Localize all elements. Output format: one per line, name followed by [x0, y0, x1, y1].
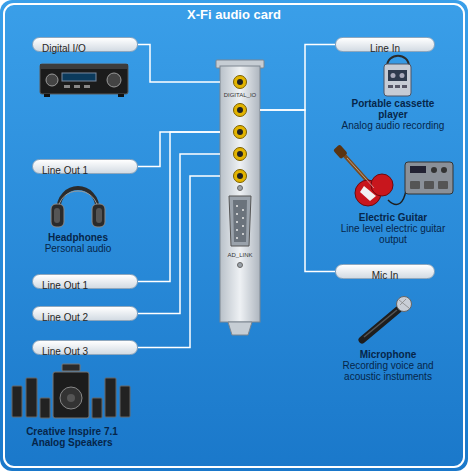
connector-line: [138, 154, 220, 314]
port-label: Digital I/O: [32, 37, 138, 52]
port-label: Line In: [335, 37, 435, 52]
port-label: Line Out 3: [32, 340, 138, 355]
frame: [4, 4, 464, 467]
device-name: Headphones: [28, 232, 128, 243]
connector-line: [138, 45, 220, 83]
amplifier-icon: [40, 64, 128, 97]
cassette-player-icon: [384, 56, 411, 96]
port-name: Line Out 1: [42, 164, 88, 177]
microphone-icon: [362, 297, 412, 341]
device-name: Creative Inspire 7.1 Analog Speakers: [17, 426, 127, 448]
audio-card: DIGITAL_IO AD_LINK: [220, 60, 260, 335]
connector-name: DIGITAL_IO: [220, 92, 260, 99]
device-name: Portable cassette player: [351, 98, 435, 120]
port-label: Mic In: [335, 264, 435, 279]
connector-line: [260, 110, 335, 272]
speakers-icon: [12, 364, 130, 418]
headphones-icon: [51, 188, 105, 227]
card-bracket: [216, 60, 264, 335]
port-label: Line Out 1: [32, 274, 138, 289]
port-label: Line Out 1: [32, 159, 138, 174]
port-name: Line In: [370, 42, 400, 55]
device-description: Recording voice and acoustic instuments: [328, 360, 448, 382]
device-description: Line level electric guitar output: [336, 223, 451, 245]
connector-line: [138, 132, 220, 167]
device-description: Personal audio: [28, 243, 128, 254]
port-name: Digital I/O: [42, 42, 86, 55]
port-name: Line Out 2: [42, 311, 88, 324]
device-description: Analog audio recording: [333, 120, 453, 131]
connector-name: AD_LINK: [220, 252, 260, 259]
electric-guitar-icon: [333, 144, 453, 206]
port-label: Line Out 2: [32, 306, 138, 321]
connector-line: [260, 45, 335, 111]
device-name: Electric Guitar: [338, 212, 448, 223]
port-name: Mic In: [372, 269, 399, 282]
connector-line: [138, 176, 220, 348]
port-name: Line Out 1: [42, 279, 88, 292]
diagram-title: X-Fi audio card: [0, 7, 468, 22]
device-name: Microphone: [333, 349, 443, 360]
port-name: Line Out 3: [42, 345, 88, 358]
